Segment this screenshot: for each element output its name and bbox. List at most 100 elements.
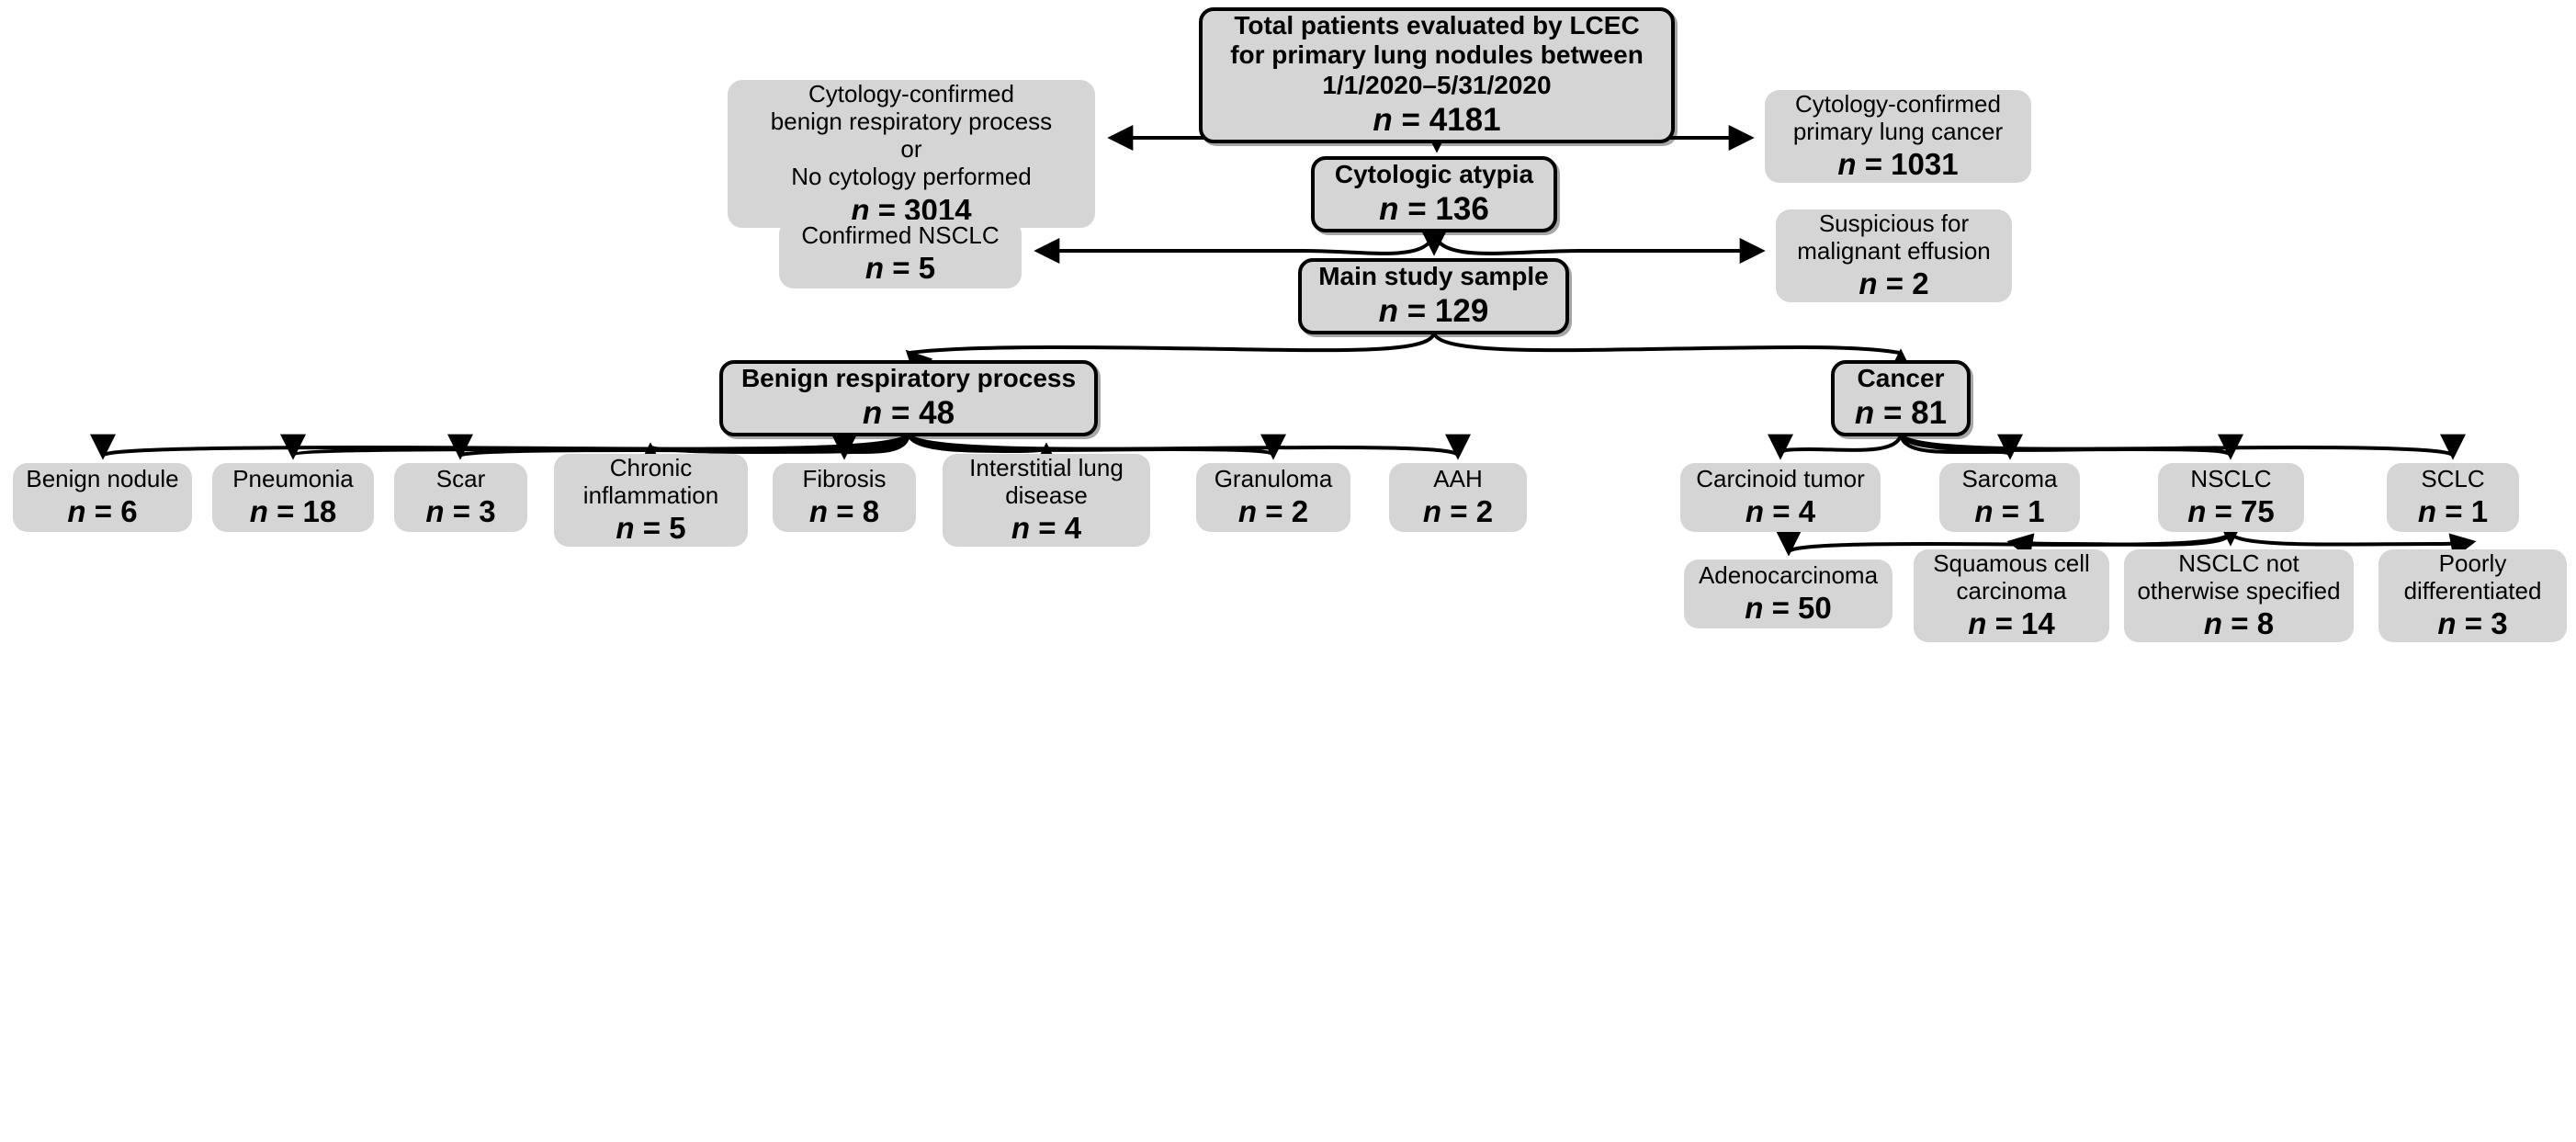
node-title: Total patients evaluated by LCEC for pri…	[1230, 11, 1644, 99]
node-title: Pneumonia	[232, 465, 354, 493]
node-title: Chronic inflammation	[582, 454, 719, 510]
node-count: n = 1	[1974, 494, 2045, 529]
n-symbol: n	[2437, 606, 2457, 641]
node-cancer: Cancer n = 81	[1831, 360, 1971, 437]
edge-main-sample-to-benign-process	[905, 331, 1436, 378]
node-title: Granuloma	[1214, 465, 1333, 493]
node-count: n = 129	[1378, 293, 1489, 330]
node-count: n = 5	[616, 511, 686, 546]
node-count: n = 1	[2417, 494, 2489, 529]
node-count: n = 2	[1859, 266, 1929, 301]
edge-atypia-to-confirmed-nsclc	[1034, 228, 1436, 264]
node-count: n = 4	[1745, 494, 1816, 529]
node-title: Interstitial lung disease	[969, 454, 1124, 510]
node-atypia: Cytologic atypia n = 136	[1311, 156, 1557, 233]
node-count: n = 50	[1745, 591, 1832, 626]
node-title: Carcinoid tumor	[1696, 465, 1865, 493]
node-count: n = 8	[808, 494, 880, 529]
node-count: n = 4	[1011, 511, 1082, 546]
node-count: n = 2	[1237, 494, 1309, 529]
node-count: n = 8	[2203, 606, 2275, 641]
n-symbol: n	[1968, 606, 1987, 641]
n-symbol: n	[1373, 102, 1393, 139]
node-title: Benign nodule	[26, 465, 179, 493]
node-title: Adenocarcinoma	[1698, 561, 1879, 590]
n-symbol: n	[1745, 494, 1765, 529]
n-symbol: n	[1379, 191, 1399, 228]
node-count: n = 3	[2437, 606, 2508, 641]
n-symbol: n	[808, 494, 829, 529]
node-title: Cytology-confirmed primary lung cancer	[1792, 90, 2004, 146]
node-title: NSCLC	[2190, 465, 2272, 493]
n-symbol: n	[1854, 395, 1875, 432]
node-title: Cytology-confirmed benign respiratory pr…	[770, 80, 1053, 191]
node-title: Cancer	[1857, 364, 1945, 392]
node-count: n = 18	[249, 494, 337, 529]
node-benign-or-none: Cytology-confirmed benign respiratory pr…	[728, 80, 1095, 228]
edge-atypia-to-malignant-effusion	[1432, 228, 1766, 264]
node-count: n = 75	[2187, 494, 2275, 529]
node-count: n = 6	[67, 494, 138, 529]
node-count: n = 81	[1854, 395, 1948, 432]
node-title: Cytologic atypia	[1334, 160, 1534, 188]
node-title: Fibrosis	[802, 465, 887, 493]
node-count: n = 5	[864, 251, 936, 286]
n-symbol: n	[616, 511, 635, 546]
node-title: Main study sample	[1318, 262, 1549, 290]
n-symbol: n	[249, 494, 268, 529]
node-title: SCLC	[2421, 465, 2485, 493]
node-count: n = 3	[425, 494, 496, 529]
n-symbol: n	[2203, 606, 2223, 641]
node-count: n = 14	[1968, 606, 2055, 641]
node-title: Squamous cell carcinoma	[1933, 549, 2090, 605]
n-symbol: n	[862, 395, 883, 432]
n-symbol: n	[864, 251, 885, 286]
node-title: AAH	[1433, 465, 1483, 493]
n-symbol: n	[1837, 147, 1857, 182]
node-count: n = 1031	[1837, 147, 1959, 182]
node-count: n = 4181	[1373, 102, 1501, 139]
n-symbol: n	[1745, 591, 1764, 626]
node-title: Scar	[435, 465, 486, 493]
edge-nsclc-to-poorly-differentiated	[2229, 531, 2477, 559]
n-symbol: n	[1422, 494, 1442, 529]
n-symbol: n	[1378, 293, 1399, 330]
edge-main-sample-to-cancer	[1432, 331, 1914, 375]
node-count: n = 2	[1422, 494, 1494, 529]
node-count: n = 136	[1379, 191, 1489, 228]
n-symbol: n	[1011, 511, 1031, 546]
n-symbol: n	[425, 494, 445, 529]
n-symbol: n	[1237, 494, 1258, 529]
node-count: n = 48	[862, 395, 955, 432]
n-symbol: n	[1974, 494, 1994, 529]
n-symbol: n	[2187, 494, 2207, 529]
node-title: NSCLC not otherwise specified	[2137, 549, 2341, 605]
node-title: Poorly differentiated	[2403, 549, 2542, 605]
n-symbol: n	[67, 494, 86, 529]
node-title: Sarcoma	[1961, 465, 2058, 493]
edge-cancer-to-sclc	[1899, 432, 2466, 460]
node-title: Confirmed NSCLC	[801, 221, 1000, 250]
edge-nsclc-to-squamous	[2006, 531, 2232, 559]
node-title: Suspicious for malignant effusion	[1797, 209, 1991, 266]
